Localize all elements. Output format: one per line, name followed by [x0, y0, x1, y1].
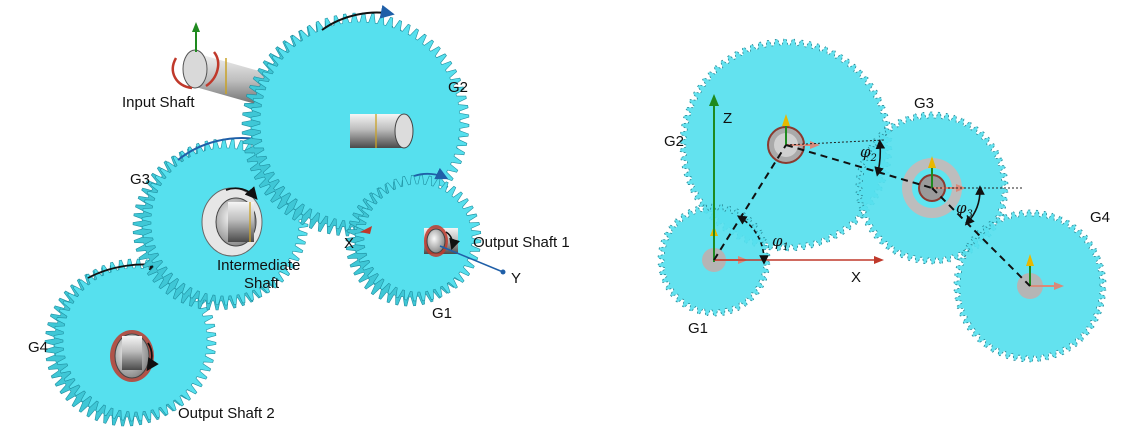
left-gear-g4 — [44, 257, 217, 427]
left-label-g2: G2 — [448, 79, 468, 96]
left-gear-g2 — [241, 4, 470, 237]
right-label-phi2: φ2 — [860, 143, 877, 164]
right-label-phi1: φ1 — [772, 232, 789, 253]
left-3d-view: Input Shaft G2 G3 Intermediate Shaft X O… — [28, 4, 570, 427]
right-label-g4: G4 — [1090, 209, 1110, 226]
left-gear-g1 — [345, 167, 506, 307]
left-label-g4: G4 — [28, 339, 48, 356]
left-label-intermediate-line1: Intermediate — [217, 257, 300, 274]
right-planar-view: G2 G3 G4 G1 Z X φ1 φ2 φ3 — [657, 38, 1110, 363]
right-label-g2: G2 — [664, 133, 684, 150]
right-center-lines — [713, 144, 1031, 287]
left-label-g3: G3 — [130, 171, 150, 188]
right-label-axis-x: X — [851, 269, 861, 286]
right-angle-arcs — [736, 139, 985, 265]
right-label-phi3: φ3 — [956, 199, 973, 220]
left-label-input-shaft: Input Shaft — [122, 94, 195, 111]
left-label-g1: G1 — [432, 305, 452, 322]
right-label-g1: G1 — [688, 320, 708, 337]
right-label-g3: G3 — [914, 95, 934, 112]
left-label-axis-y: Y — [511, 270, 521, 287]
left-label-axis-x: X — [344, 235, 354, 252]
left-label-output-shaft-1: Output Shaft 1 — [473, 234, 570, 251]
right-label-axis-z: Z — [723, 110, 732, 127]
left-label-output-shaft-2: Output Shaft 2 — [178, 405, 275, 422]
left-label-intermediate-line2: Shaft — [244, 275, 280, 292]
